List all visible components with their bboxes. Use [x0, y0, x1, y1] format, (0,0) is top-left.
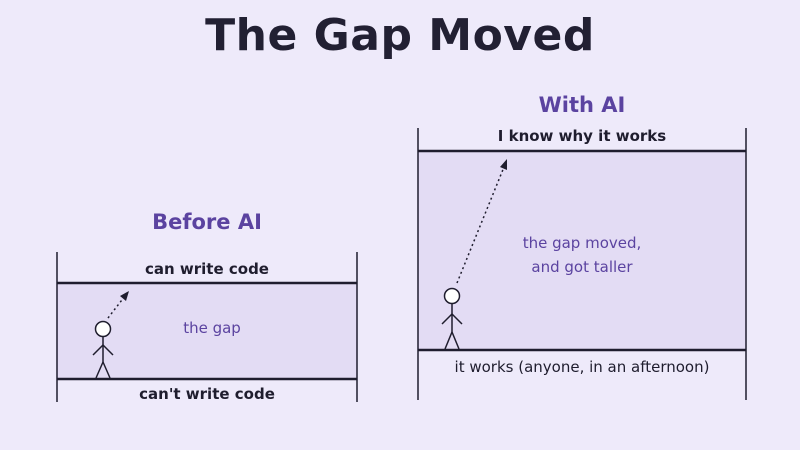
after-gap-label-line1: the gap moved, — [522, 234, 642, 252]
after-gap-band — [418, 151, 746, 350]
after-gap-label: the gap moved, and got taller — [477, 231, 687, 279]
after-gap-label-line2: and got taller — [531, 258, 633, 276]
after-bottom-label: it works (anyone, in an afternoon) — [454, 358, 710, 376]
before-gap-label: the gap — [183, 319, 241, 337]
before-top-label: can write code — [145, 260, 269, 278]
after-stick-figure — [441, 287, 463, 350]
after-dotted-arrow — [456, 159, 507, 284]
before-bottom-label: can't write code — [139, 385, 275, 403]
after-heading: With AI — [538, 93, 626, 117]
page-title: The Gap Moved — [205, 10, 595, 61]
before-dotted-arrow — [107, 291, 129, 319]
before-heading: Before AI — [152, 210, 262, 234]
after-top-label: I know why it works — [497, 127, 667, 145]
before-panel — [56, 252, 358, 402]
after-panel — [417, 128, 747, 400]
before-stick-figure — [92, 320, 114, 379]
